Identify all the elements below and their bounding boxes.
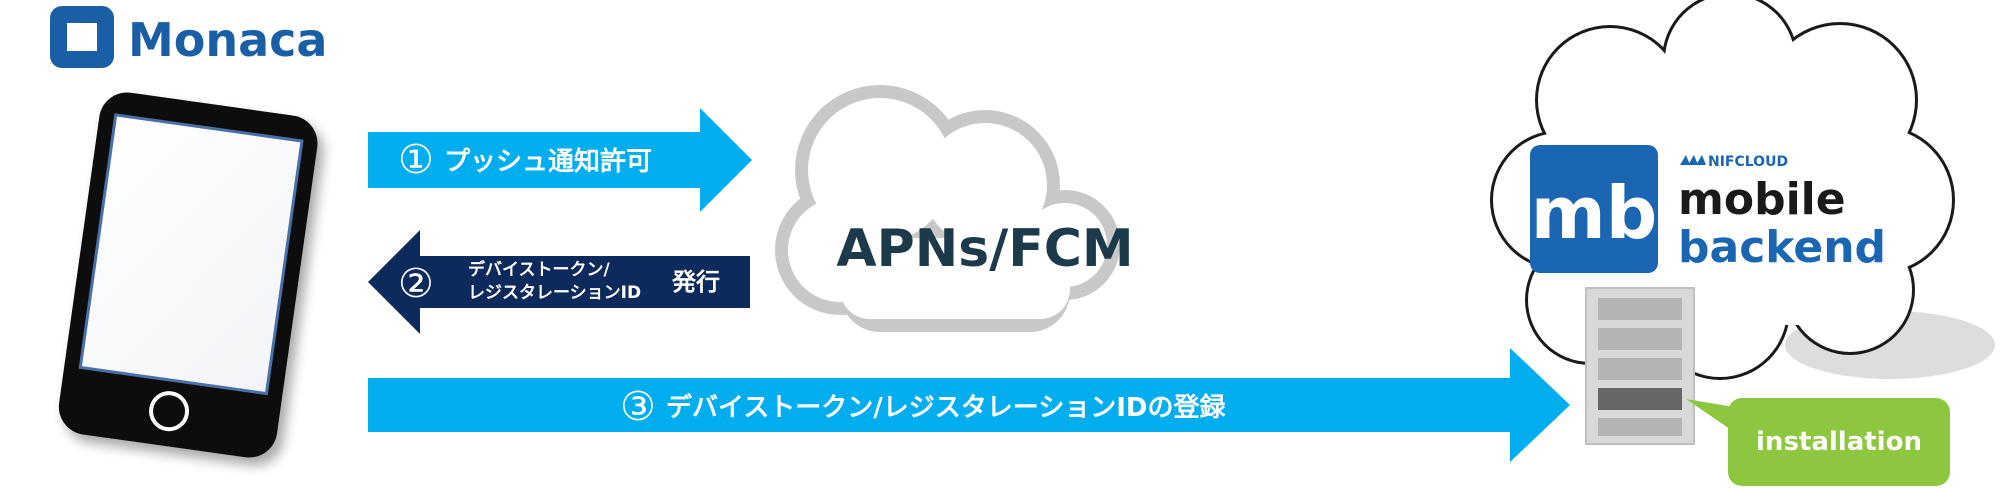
step2-label-line1: デバイストークン/ bbox=[468, 259, 610, 280]
product-name-line2: backend bbox=[1678, 222, 1886, 273]
smartphone bbox=[58, 92, 318, 458]
server-stack-icon bbox=[1585, 287, 1695, 445]
step1-number: ① bbox=[398, 137, 434, 183]
step2-number: ② bbox=[398, 261, 434, 307]
step2-label-line2: レジスタレーションID bbox=[468, 283, 641, 303]
mb-logo-icon: mb bbox=[1530, 145, 1658, 273]
apns-fcm-cloud: APNs/FCM bbox=[775, 85, 1134, 332]
step2-label-suffix: 発行 bbox=[671, 268, 720, 296]
provider-label: NIFCLOUD bbox=[1708, 154, 1788, 170]
nifcloud-mark-icon bbox=[1680, 155, 1706, 165]
callout-label: installation bbox=[1756, 427, 1922, 457]
home-button bbox=[149, 391, 190, 432]
monaca-logo: Monaca bbox=[50, 6, 327, 68]
product-name-line1: mobile bbox=[1678, 174, 1846, 225]
arrow-step1: ① プッシュ通知許可 bbox=[368, 108, 752, 212]
mb-logo-letters: mb bbox=[1531, 171, 1658, 255]
arrow-step3: ③ デバイストークン/レジスタレーションIDの登録 bbox=[368, 348, 1570, 462]
phone-screen bbox=[78, 113, 304, 396]
monaca-logo-icon bbox=[50, 6, 114, 68]
step3-label: デバイストークン/レジスタレーションIDの登録 bbox=[666, 392, 1226, 423]
cloud-label: APNs/FCM bbox=[836, 219, 1133, 279]
monaca-logo-text: Monaca bbox=[128, 13, 327, 67]
step3-number: ③ bbox=[620, 384, 656, 430]
installation-callout: installation bbox=[1686, 398, 1950, 486]
step1-label: プッシュ通知許可 bbox=[444, 147, 652, 177]
arrow-step2: ② デバイストークン/ レジスタレーションID 発行 bbox=[368, 230, 750, 334]
mobile-backend-cloud: mb NIFCLOUD mobile backend bbox=[1490, 0, 1995, 445]
